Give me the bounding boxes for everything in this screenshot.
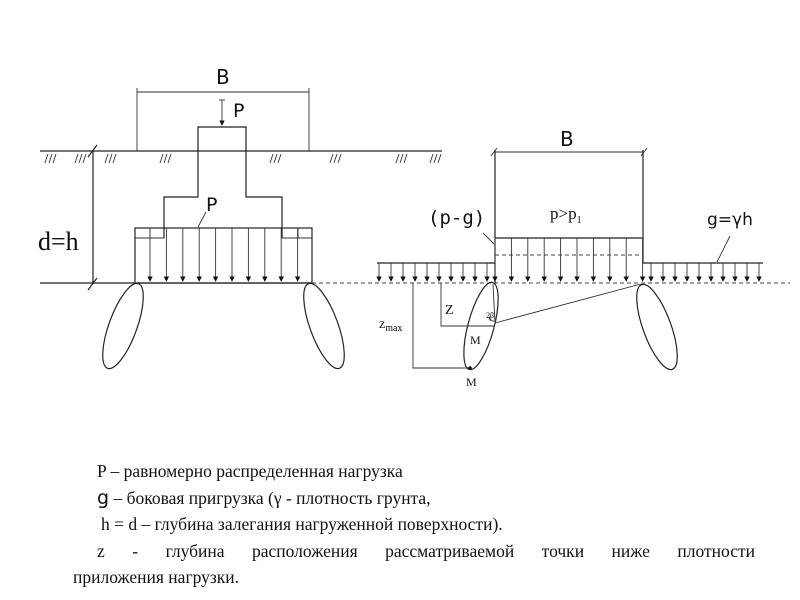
angle-label: 2β xyxy=(486,311,494,320)
width-label: B xyxy=(216,65,230,89)
point-m-label: M xyxy=(470,333,481,347)
hatch-mark xyxy=(112,153,117,164)
foundation-outline xyxy=(163,126,283,238)
hatch-mark xyxy=(269,153,274,164)
plastic-zone-left xyxy=(102,282,144,370)
hatch-mark xyxy=(433,153,438,164)
width-label: B xyxy=(560,127,574,151)
net-load-label: (p-g) xyxy=(428,207,485,229)
z-label: Z xyxy=(445,303,454,318)
hatch-mark xyxy=(437,153,442,164)
hatch-mark xyxy=(329,153,334,164)
base-pressure-arrows xyxy=(147,228,301,282)
hatch-mark xyxy=(399,153,404,164)
surcharge-label: g=γh xyxy=(707,210,753,230)
pressure-arrows xyxy=(376,238,762,282)
legend: P – равномерно распределенная нагрузка g… xyxy=(0,458,800,591)
hatch-mark xyxy=(78,153,83,164)
angle-ray xyxy=(492,283,496,324)
hatch-mark xyxy=(429,153,434,164)
plastic-zone-right xyxy=(303,282,345,370)
hatch-mark xyxy=(52,153,57,164)
point-m-marker xyxy=(468,366,472,370)
soil-hatching xyxy=(44,153,442,164)
zmax-label: zmax xyxy=(379,317,402,334)
hatch-mark xyxy=(163,153,168,164)
hatch-mark xyxy=(108,153,113,164)
hatch-mark xyxy=(337,153,342,164)
hatch-mark xyxy=(74,153,79,164)
dimension-tick xyxy=(640,147,648,157)
left-figure: B P P d=h xyxy=(38,65,442,370)
load-base-label: P xyxy=(206,194,217,216)
leader-line xyxy=(716,235,731,263)
legend-text: – боковая пригрузка (γ - плотность грунт… xyxy=(109,487,431,508)
legend-line-load: P – равномерно распределенная нагрузка xyxy=(97,461,403,481)
hatch-mark xyxy=(395,153,400,164)
hatch-mark xyxy=(159,153,164,164)
pressure-block xyxy=(134,227,313,284)
leader-line xyxy=(197,211,207,228)
legend-line-surcharge: g – боковая пригрузка (γ - плотность гру… xyxy=(0,485,800,512)
dimension-tick xyxy=(87,277,98,291)
hatch-mark xyxy=(82,153,87,164)
z-dimension xyxy=(440,283,495,327)
legend-line-z-cont: приложения нагрузки. xyxy=(73,567,240,587)
dimension-tick xyxy=(490,147,498,157)
foundation-details xyxy=(135,228,312,239)
right-figure: B (p-g) p>p1 g=γh Z zmax 2β M M xyxy=(376,127,763,389)
dimension-tick xyxy=(87,144,98,158)
hatch-mark xyxy=(273,153,278,164)
hatch-mark xyxy=(44,153,49,164)
plastic-zone-right xyxy=(636,283,678,371)
pressure-label: p>p1 xyxy=(550,204,582,226)
symbol-g: g xyxy=(97,486,110,509)
angle-ray xyxy=(494,283,642,324)
hatch-mark xyxy=(104,153,109,164)
leader-line xyxy=(482,232,495,245)
zmax-dimension xyxy=(412,283,470,369)
hatch-mark xyxy=(167,153,172,164)
hatch-mark xyxy=(277,153,282,164)
legend-line-z: z - глубина расположения рассматриваемой… xyxy=(97,540,755,561)
point-m-bottom-label: M xyxy=(466,375,477,389)
hatch-mark xyxy=(48,153,53,164)
load-top-label: P xyxy=(233,100,244,122)
hatch-mark xyxy=(403,153,408,164)
legend-line-depth: h = d – глубина залегания нагруженной по… xyxy=(101,514,503,534)
depth-label: d=h xyxy=(38,227,79,256)
angle-arc xyxy=(489,315,495,322)
hatch-mark xyxy=(333,153,338,164)
